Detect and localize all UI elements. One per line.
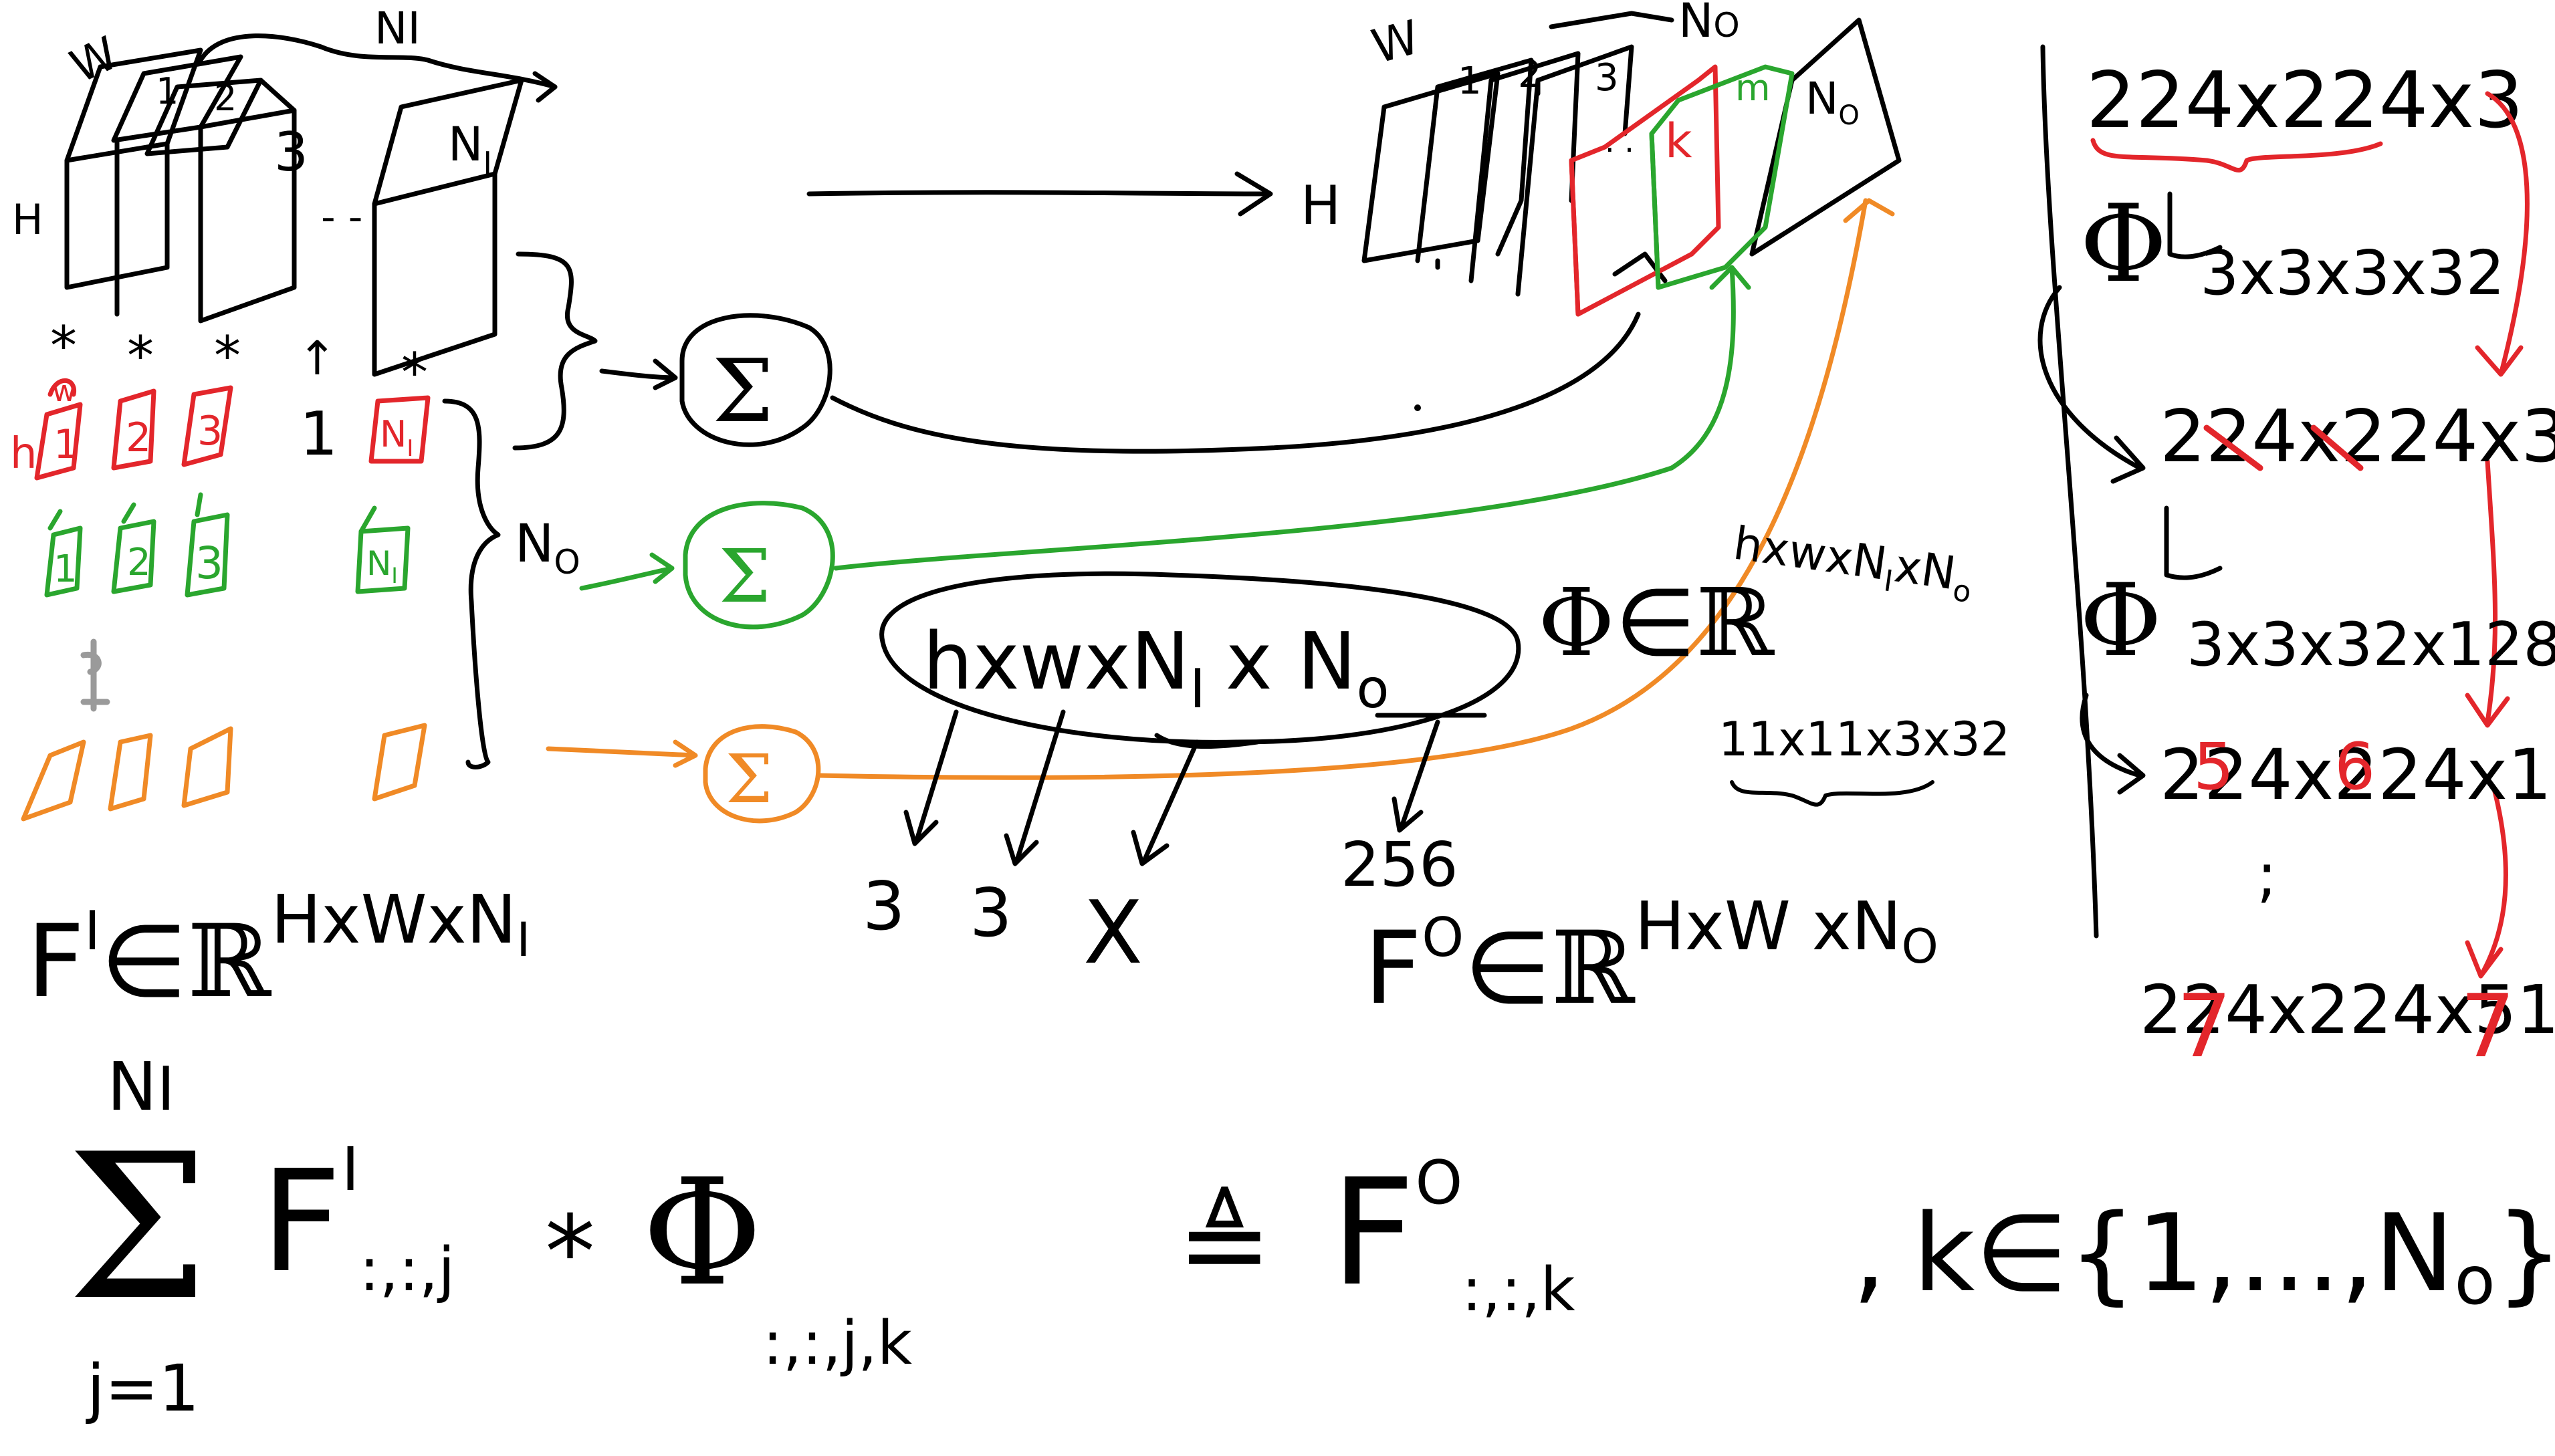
sum-node-green: Σ	[683, 501, 835, 630]
input-last-channel-label: NI	[448, 117, 492, 181]
curve-black-to-output	[830, 251, 1668, 454]
rp-final-red: 7 7	[2177, 975, 2555, 1077]
filter-count-label: NO	[515, 514, 580, 582]
svg-text:Σ: Σ	[719, 533, 771, 619]
input-feature-stack	[64, 33, 558, 377]
conv-one: 1	[300, 399, 338, 469]
input-channel-2: 2	[214, 77, 237, 119]
kernel-value-ni: X	[1083, 882, 1143, 983]
rp-phi2: Φ	[2080, 563, 2162, 679]
eq-star: *	[545, 1195, 595, 1311]
output-width-label: W	[1366, 9, 1425, 74]
eq-sum-symbol: Σ	[67, 1111, 209, 1344]
eq-F-output: FO:,:,k	[1331, 1147, 1575, 1325]
rp-phi2-hook	[2164, 505, 2223, 580]
sum-node-black: Σ	[679, 313, 832, 447]
red-filter-1: 1	[53, 421, 79, 468]
conv-star-2: *	[127, 325, 154, 387]
green-filter-row	[44, 492, 411, 598]
conv-star-1: *	[50, 315, 77, 377]
rp-input-brace	[2090, 138, 2383, 172]
kernel-value-w: 3	[970, 874, 1012, 952]
red-filter-2: 2	[126, 414, 151, 461]
red-filter-last: NI	[380, 413, 413, 462]
output-count-label: NO	[1678, 0, 1740, 48]
output-m-label: m	[1735, 67, 1771, 109]
curve-orange-to-output	[816, 198, 1895, 780]
conv-arrow-up: ↑	[298, 331, 337, 386]
sum-node-orange: Σ	[703, 724, 821, 824]
red-filter-top-label: w	[52, 374, 76, 408]
output-channel-2: 2	[1518, 53, 1542, 96]
rp-final: 224x224x512	[2140, 971, 2555, 1049]
phi-space-example: 11x11x3x32	[1718, 712, 2010, 767]
input-count-label: NI	[374, 3, 421, 54]
eq-set: ,k∈{1,...,No}	[1852, 1191, 2555, 1320]
rp-phi2-shape: 3x3x32x128	[2187, 610, 2555, 680]
output-dots: · ·	[1605, 132, 1634, 168]
rp-arrow-1	[2037, 285, 2146, 484]
green-filter-last: NI	[366, 544, 398, 588]
green-filter-1: 1	[53, 548, 78, 591]
input-width-label: W	[63, 27, 126, 94]
input-ellipsis: - -	[321, 194, 362, 241]
equation: NI Σ j=1 FI:,:,j * Φ:,:,j,k ≜ FO:,:,k ,k…	[67, 1048, 2555, 1426]
orange-filter-row	[21, 723, 427, 822]
arrow-to-sum-orange	[546, 739, 698, 768]
kernel-value-no: 256	[1341, 829, 1458, 900]
red-filter-row	[34, 378, 431, 481]
rp-input-shape: 224x224x3	[2086, 55, 2524, 146]
output-red-slice	[1569, 64, 1721, 317]
rp-layer1-red-digits	[2203, 424, 2364, 471]
right-panel-divider	[2040, 44, 2099, 939]
eq-phi: Φ:,:,j,k	[642, 1147, 912, 1378]
svg-text:Σ: Σ	[712, 340, 774, 442]
eq-F-input: FI:,:,j	[261, 1134, 455, 1305]
arrow-to-output	[806, 171, 1273, 217]
phi-space: Φ∈ℝ	[1538, 569, 1775, 678]
red-filter-3: 3	[197, 408, 223, 455]
output-height-label: H	[1301, 174, 1341, 237]
kernel-shape-ellipse	[879, 571, 1521, 745]
output-k-label: k	[1665, 114, 1692, 168]
gray-ellipsis-mark	[80, 638, 110, 712]
fo-space: FO∈ℝHxW xNO	[1364, 887, 1938, 1027]
output-last-label: NO	[1805, 73, 1860, 131]
rp-ellipsis: ;	[2257, 840, 2277, 911]
fi-space: FI∈ℝHxWxNI	[27, 880, 530, 1020]
rp-arrow-2	[2080, 693, 2146, 795]
eq-sum-lower: j=1	[86, 1351, 199, 1426]
input-channel-1: 1	[156, 70, 179, 112]
input-channel-3: 3	[274, 121, 308, 183]
rp-red-flow	[2465, 91, 2530, 979]
green-filter-3: 3	[195, 537, 223, 589]
input-height-label: H	[12, 195, 43, 244]
braces	[442, 251, 598, 769]
phi-space-example-brace	[1730, 780, 1934, 807]
eq-defeq: ≜	[1177, 1179, 1272, 1311]
svg-text:Σ: Σ	[726, 740, 773, 818]
rp-layer2-red: 56 56	[2193, 729, 2555, 804]
output-channel-3: 3	[1595, 56, 1619, 100]
conv-star-last: *	[401, 342, 428, 404]
rp-phi1-hook	[2167, 191, 2223, 259]
arrow-to-sum-black	[599, 358, 678, 390]
curve-green-to-output	[833, 265, 1751, 571]
kernel-shape-arrows	[903, 709, 1487, 866]
arrow-to-sum-green	[579, 552, 675, 591]
conv-star-3: *	[214, 325, 241, 387]
eq-sum-upper: NI	[107, 1048, 175, 1126]
red-filter-side-label: h	[10, 429, 37, 479]
stray-dot-1	[1414, 404, 1421, 411]
rp-phi1: Φ	[2080, 181, 2167, 306]
kernel-value-h: 3	[863, 867, 905, 945]
green-filter-2: 2	[127, 541, 151, 584]
output-green-slice	[1649, 64, 1795, 290]
rp-phi1-shape: 3x3x3x32	[2200, 237, 2505, 309]
output-channel-1: 1	[1458, 59, 1482, 103]
rp-layer2: 224x224x128	[2160, 734, 2555, 816]
